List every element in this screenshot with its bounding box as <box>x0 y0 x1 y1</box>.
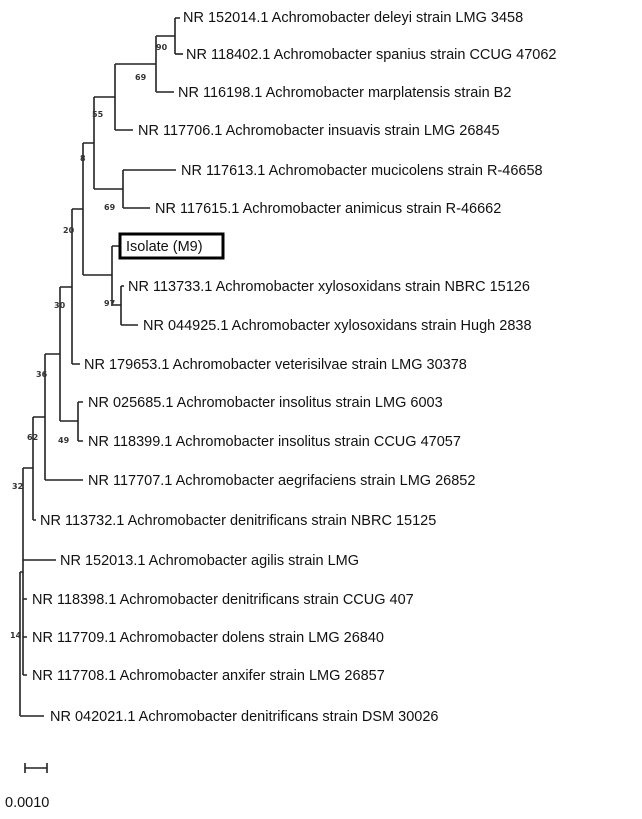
bootstrap-node-69a: 69 <box>135 73 147 82</box>
leaf-spanius: NR 118402.1 Achromobacter spanius strain… <box>186 47 557 63</box>
leaf-denitrificans-ccug: NR 118398.1 Achromobacter denitrificans … <box>32 592 414 608</box>
bootstrap-node-90: 90 <box>156 43 168 52</box>
bootstrap-node-97: 97 <box>104 299 115 308</box>
leaf-insuavis: NR 117706.1 Achromobacter insuavis strai… <box>138 123 500 139</box>
leaf-denitrificans-nbrc: NR 113732.1 Achromobacter denitrificans … <box>40 513 436 529</box>
scale-bar: 0.0010 <box>5 763 49 811</box>
branch-deleyi <box>174 17 180 54</box>
leaf-aegrifaciens: NR 117707.1 Achromobacter aegrifaciens s… <box>88 473 475 489</box>
leaf-xylosoxidans-hugh: NR 044925.1 Achromobacter xylosoxidans s… <box>143 318 532 334</box>
leaf-agilis: NR 152013.1 Achromobacter agilis strain … <box>60 553 359 569</box>
bootstrap-node-62: 62 <box>27 433 38 442</box>
leaf-marplatensis: NR 116198.1 Achromobacter marplatensis s… <box>178 85 511 101</box>
scale-bar-label: 0.0010 <box>5 795 49 811</box>
leaf-deleyi: NR 152014.1 Achromobacter deleyi strain … <box>183 10 523 26</box>
leaf-denitrificans-dsm: NR 042021.1 Achromobacter denitrificans … <box>50 709 438 725</box>
branch-insolitus-pair <box>77 401 83 442</box>
leaf-insolitus-ccug: NR 118399.1 Achromobacter insolitus stra… <box>88 434 461 450</box>
leaf-anxifer: NR 117708.1 Achromobacter anxifer strain… <box>32 668 385 684</box>
bootstrap-node-30: 30 <box>54 301 66 310</box>
bootstrap-node-14: 14 <box>10 631 22 640</box>
bootstrap-node-55: 55 <box>92 110 104 119</box>
leaf-labels: NR 152014.1 Achromobacter deleyi strain … <box>32 10 557 725</box>
tree-branches <box>19 17 183 717</box>
leaf-insolitus-lmg: NR 025685.1 Achromobacter insolitus stra… <box>88 395 443 411</box>
bootstrap-values: 90 69 55 8 69 97 20 30 36 49 62 32 14 <box>10 43 168 640</box>
leaf-animicus: NR 117615.1 Achromobacter animicus strai… <box>155 201 501 217</box>
bootstrap-node-49: 49 <box>58 436 70 445</box>
leaf-veterisilvae: NR 179653.1 Achromobacter veterisilvae s… <box>84 357 467 373</box>
branch-root <box>19 571 44 717</box>
bootstrap-node-32: 32 <box>12 482 23 491</box>
bootstrap-node-69b: 69 <box>104 203 116 212</box>
leaf-xylosoxidans-nbrc: NR 113733.1 Achromobacter xylosoxidans s… <box>128 279 530 295</box>
bootstrap-node-36: 36 <box>36 370 48 379</box>
leaf-dolens: NR 117709.1 Achromobacter dolens strain … <box>32 630 384 646</box>
leaf-mucicolens: NR 117613.1 Achromobacter mucicolens str… <box>181 163 543 179</box>
leaf-isolate-m9: Isolate (M9) <box>126 239 203 255</box>
isolate-highlight-box <box>118 232 225 260</box>
bootstrap-node-20: 20 <box>63 226 75 235</box>
scale-bar-line <box>24 763 48 773</box>
bootstrap-node-8: 8 <box>80 154 86 163</box>
